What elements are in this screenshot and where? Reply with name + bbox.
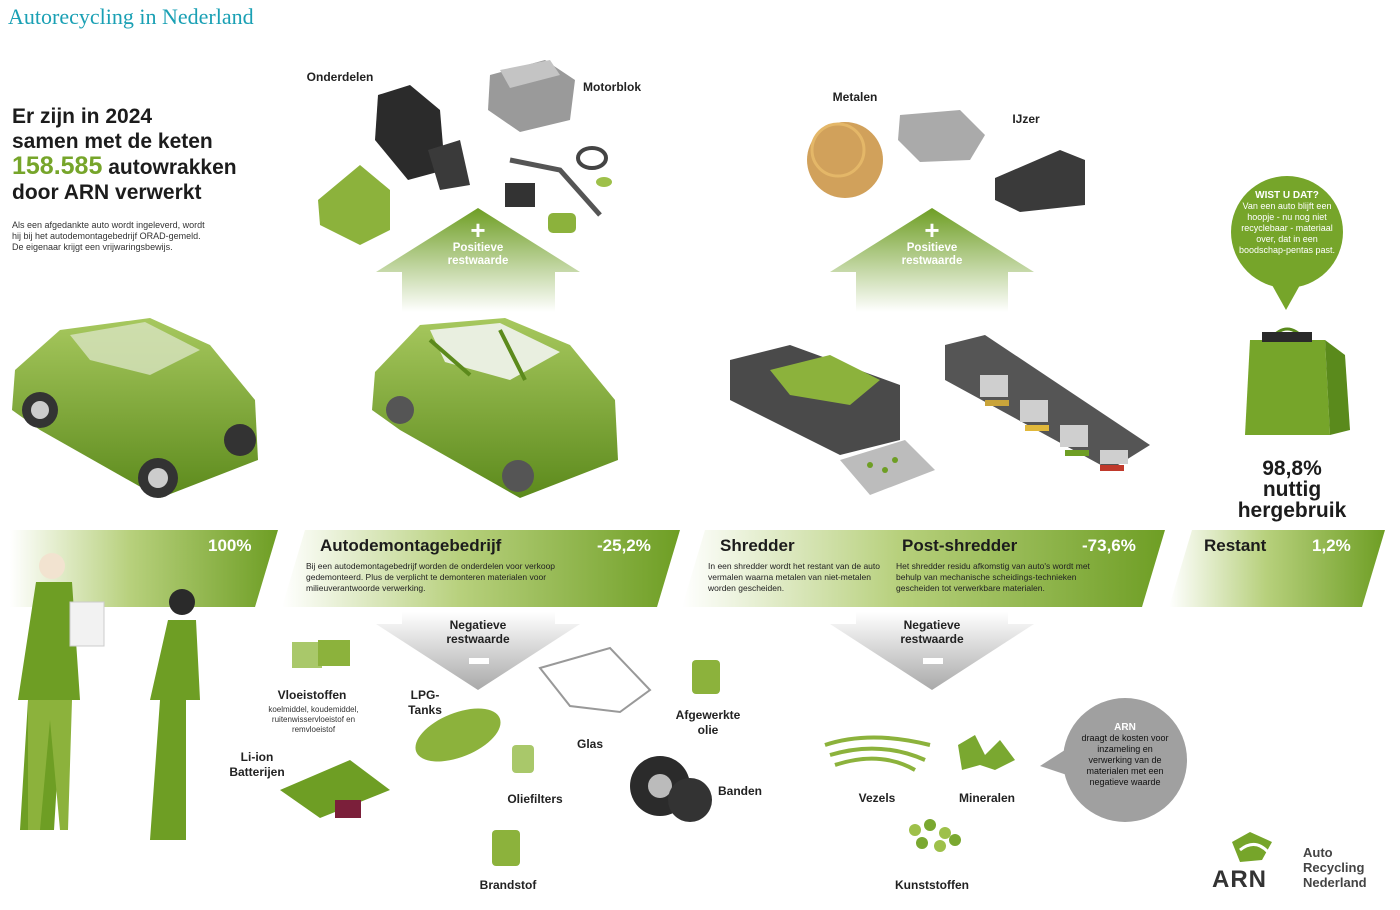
people-illustration [18, 553, 200, 840]
band-postshredder-desc: Het shredder residu afkomstig van auto's… [896, 561, 1090, 593]
arn-logo-text: ARN [1212, 866, 1267, 893]
band-demontage-desc: Bij een autodemontagebedrijf worden de o… [306, 561, 556, 593]
label-mineralen: Mineralen [958, 791, 1015, 805]
plus-icon: + [924, 215, 940, 245]
wist-u-dat-text: WIST U DAT? Van een auto blijft een hoop… [1234, 190, 1340, 256]
positive-arrow-2-label: + Positieve restwaarde [882, 215, 982, 268]
band-restant-percent: 1,2% [1312, 536, 1351, 555]
label-vloeistoffen-sub: koelmiddel, koudemiddel, ruitenwisservlo… [268, 705, 359, 734]
band-demontage-title: Autodemontagebedrijf [320, 536, 502, 555]
arn-logo-line1: Auto [1303, 845, 1333, 860]
label-lpg-line2: Tanks [408, 703, 442, 717]
shredder-machine [730, 345, 935, 495]
positive-arrow-2-line1: Positieve [906, 242, 958, 254]
headline-line1: Er zijn in 2024 [12, 105, 153, 128]
band-shredder-title: Shredder [720, 536, 795, 555]
arn-logo-line2: Recycling [1303, 860, 1365, 875]
label-brandstof: Brandstof [479, 878, 537, 892]
label-metalen: Metalen [832, 90, 878, 104]
shredder-materials [824, 735, 1015, 852]
negative-arrow-2 [830, 612, 1034, 690]
label-lpg-line1: LPG- [410, 688, 440, 702]
band-shredder [682, 530, 1165, 607]
label-motorblok: Motorblok [583, 80, 641, 94]
headline-line3: autowrakken [102, 156, 237, 179]
label-kunststoffen: Kunststoffen [895, 878, 969, 892]
headline-number: 158.585 [12, 152, 103, 180]
negative-arrow-2-line2: restwaarde [900, 632, 964, 646]
wist-u-dat-body: Van een auto blijft een hoopje - nu nog … [1238, 201, 1336, 255]
label-lpg: LPG- Tanks [400, 688, 450, 718]
band-restant-title: Restant [1204, 536, 1267, 555]
headline: Er zijn in 2024 samen met de keten 158.5… [12, 104, 292, 205]
band-restant [1169, 530, 1385, 607]
label-liion: Li-ion Batterijen [229, 750, 285, 779]
label-olie-line1: Afgewerkte [675, 708, 741, 722]
negative-arrow-1-line2: restwaarde [446, 632, 510, 646]
negative-arrow-2-line1: Negatieve [903, 618, 961, 632]
label-afgewerkte-olie: Afgewerkte olie [662, 708, 754, 738]
label-olie-line2: olie [697, 723, 719, 737]
label-onderdelen: Onderdelen [306, 70, 374, 84]
positive-arrow-1 [376, 208, 580, 312]
metals [807, 110, 1085, 212]
positive-arrow-2 [830, 208, 1034, 312]
intro-text: Als een afgedankte auto wordt ingeleverd… [12, 220, 205, 252]
band-demontage-percent: -25,2% [597, 536, 651, 555]
post-shredder-machine [945, 335, 1150, 471]
hergebruik-word1: nuttig [1262, 478, 1322, 501]
positive-arrow-1-line2: restwaarde [447, 255, 509, 267]
car-stripped [372, 318, 618, 498]
band-postshredder-title: Post-shredder [902, 536, 1018, 555]
negative-arrow-2-label: Negatieve restwaarde [882, 618, 982, 646]
arn-bubble-body: draagt de kosten voor inzameling en verw… [1081, 733, 1169, 787]
arn-bubble-text: ARN draagt de kosten voor inzameling en … [1075, 722, 1175, 788]
positive-arrow-2-line2: restwaarde [901, 255, 963, 267]
band-demontage [282, 530, 680, 607]
plus-icon: + [470, 215, 486, 245]
wist-u-dat-bubble [1231, 176, 1343, 310]
hergebruik-word2: hergebruik [1237, 499, 1347, 522]
demontage-materials [280, 640, 720, 866]
wist-u-dat-heading: WIST U DAT? [1255, 190, 1319, 201]
hergebruik-percent: 98,8% [1262, 457, 1322, 480]
band-postshredder-percent: -73,6% [1082, 536, 1136, 555]
band-shredder-desc: In een shredder wordt het restant van de… [708, 561, 881, 593]
label-oliefilters: Oliefilters [507, 792, 563, 806]
band-start-percent: 100% [208, 536, 252, 555]
hergebruik-stat: 98,8% nuttig hergebruik [1222, 458, 1362, 521]
label-vloeistoffen: Vloeistoffen [277, 688, 347, 702]
label-ijzer: IJzer [1012, 112, 1040, 126]
car-parts [318, 60, 612, 245]
negative-arrow-1-label: Negatieve restwaarde [428, 618, 528, 646]
arn-logo-line3: Nederland [1303, 875, 1367, 890]
band-start [10, 530, 278, 607]
arn-logo-mark [1232, 832, 1272, 862]
negative-arrow-1-line1: Negatieve [449, 618, 507, 632]
label-vezels: Vezels [858, 791, 896, 805]
positive-arrow-1-line1: Positieve [452, 242, 504, 254]
car-complete [12, 318, 258, 498]
negative-arrow-1 [376, 612, 580, 690]
shopping-bag [1245, 327, 1350, 435]
label-banden: Banden [717, 784, 762, 798]
label-glas: Glas [576, 737, 603, 751]
arn-bubble-heading: ARN [1114, 722, 1136, 733]
arn-logo-subtitle: Auto Recycling Nederland [1303, 845, 1367, 890]
headline-line2: samen met de keten [12, 130, 213, 153]
headline-line4: door ARN verwerkt [12, 181, 202, 204]
positive-arrow-1-label: + Positieve restwaarde [428, 215, 528, 268]
arn-bubble [1040, 698, 1187, 822]
page-title: Autorecycling in Nederland [8, 4, 254, 29]
